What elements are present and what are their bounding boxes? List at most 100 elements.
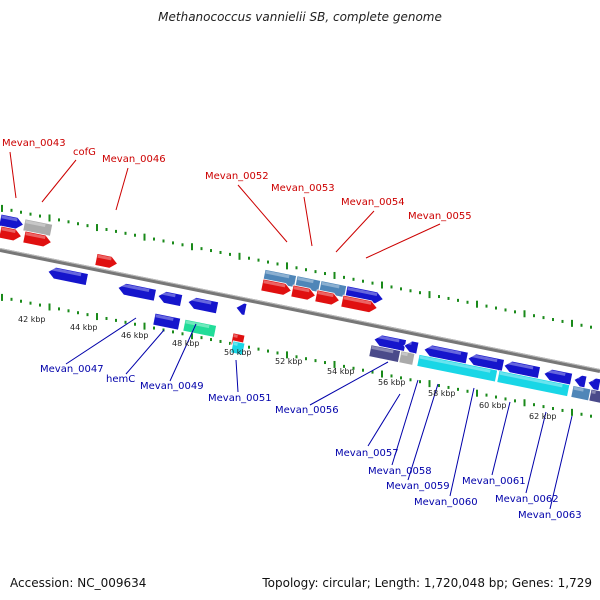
scale-label: 56 kbp bbox=[378, 378, 406, 387]
scale-label: 60 kbp bbox=[479, 401, 507, 410]
gene-feature bbox=[117, 282, 157, 302]
gene-feature bbox=[416, 353, 499, 383]
label-mevan-0046-leader bbox=[115, 167, 129, 211]
label-mevan-0052-leader bbox=[237, 184, 288, 243]
gene-feature bbox=[235, 302, 248, 316]
gene-shine bbox=[575, 375, 580, 379]
gene-shine bbox=[25, 232, 46, 240]
gene-shine bbox=[297, 276, 314, 284]
gene-shine bbox=[589, 377, 594, 382]
gene-shine bbox=[317, 291, 334, 298]
label-mevan-0049-leader bbox=[169, 323, 197, 382]
gene-shine bbox=[401, 351, 408, 357]
gene-shine bbox=[233, 334, 238, 338]
gene-shine bbox=[545, 369, 566, 376]
genome-stats-text: Topology: circular; Length: 1,720,048 bp… bbox=[262, 576, 592, 590]
gene-shine bbox=[505, 360, 534, 370]
label-hemC: hemC bbox=[106, 374, 135, 385]
gene-feature bbox=[0, 213, 25, 230]
gene-shine bbox=[405, 340, 412, 345]
gene-feature bbox=[94, 253, 119, 269]
label-mevan-0062-leader bbox=[525, 411, 547, 494]
gene-shine bbox=[263, 280, 286, 288]
gene-shine bbox=[321, 281, 340, 289]
scale-ticks bbox=[1, 204, 592, 418]
label-mevan-0062: Mevan_0062 bbox=[495, 494, 559, 505]
genome-backbone-highlight bbox=[0, 248, 600, 370]
gene-shine bbox=[155, 314, 174, 321]
gene-feature bbox=[570, 385, 592, 402]
gene-arrow bbox=[152, 312, 182, 331]
gene-shine bbox=[49, 266, 82, 277]
label-mevan-0061: Mevan_0061 bbox=[462, 476, 526, 487]
gene-feature bbox=[47, 266, 89, 286]
label-mevan-0043-leader bbox=[9, 151, 17, 199]
gene-shine bbox=[237, 302, 240, 307]
label-mevan-0060: Mevan_0060 bbox=[414, 497, 478, 508]
label-mevan-0055-leader bbox=[365, 223, 441, 259]
gene-shine bbox=[591, 390, 596, 395]
label-cofG-leader bbox=[41, 159, 77, 203]
gene-arrow bbox=[398, 350, 416, 366]
scale-label: 54 kbp bbox=[327, 367, 355, 376]
gene-shine bbox=[469, 353, 498, 363]
scale-label: 62 kbp bbox=[529, 412, 557, 421]
label-mevan-0053: Mevan_0053 bbox=[271, 183, 335, 194]
gene-feature bbox=[0, 225, 23, 242]
gene-feature bbox=[22, 230, 53, 248]
label-mevan-0058: Mevan_0058 bbox=[368, 466, 432, 477]
label-mevan-0046: Mevan_0046 bbox=[102, 154, 166, 165]
gene-shine bbox=[371, 345, 394, 354]
label-mevan-0063: Mevan_0063 bbox=[518, 510, 582, 521]
label-mevan-0059-leader bbox=[407, 383, 439, 481]
label-mevan-0049: Mevan_0049 bbox=[140, 381, 204, 392]
gene-shine bbox=[189, 297, 212, 305]
label-mevan-0060-leader bbox=[449, 387, 475, 497]
gene-arrow bbox=[290, 284, 317, 301]
gene-shine bbox=[25, 220, 46, 228]
gene-shine bbox=[97, 254, 112, 261]
label-mevan-0054-leader bbox=[335, 210, 375, 253]
gene-shine bbox=[233, 342, 238, 346]
genome-backbone bbox=[0, 248, 600, 373]
gene-arrow bbox=[117, 282, 157, 302]
label-mevan-0043: Mevan_0043 bbox=[2, 138, 66, 149]
label-cofG: cofG bbox=[73, 147, 96, 158]
label-mevan-0054: Mevan_0054 bbox=[341, 197, 405, 208]
gene-feature bbox=[496, 370, 571, 398]
scale-label: 46 kbp bbox=[121, 331, 149, 340]
gene-arrow bbox=[47, 266, 89, 286]
gene-feature bbox=[290, 284, 317, 301]
gene-arrow bbox=[340, 294, 378, 314]
gene-feature bbox=[152, 312, 182, 331]
scale-label: 48 kbp bbox=[172, 339, 200, 348]
gene-arrow bbox=[187, 296, 220, 315]
gene-feature bbox=[314, 289, 341, 306]
gene-shine bbox=[499, 371, 563, 388]
label-mevan-0059: Mevan_0059 bbox=[386, 481, 450, 492]
scale-label: 44 kbp bbox=[70, 323, 98, 332]
gene-feature bbox=[588, 388, 600, 404]
gene-shine bbox=[265, 270, 290, 279]
gene-arrow bbox=[94, 253, 119, 269]
gene-feature bbox=[340, 294, 378, 314]
gene-shine bbox=[375, 334, 400, 343]
label-mevan-0056: Mevan_0056 bbox=[275, 405, 339, 416]
accession-text: Accession: NC_009634 bbox=[10, 576, 147, 590]
label-mevan-0057: Mevan_0057 bbox=[335, 448, 399, 459]
scale-label: 58 kbp bbox=[428, 389, 456, 398]
scale-label: 50 kbp bbox=[224, 348, 252, 357]
gene-arrow bbox=[0, 225, 23, 242]
label-mevan-0053-leader bbox=[303, 196, 313, 247]
gene-shine bbox=[343, 296, 372, 305]
gene-feature bbox=[368, 344, 402, 363]
gene-labels: Mevan_0043cofGMevan_0046Mevan_0052Mevan_… bbox=[2, 138, 582, 521]
gene-arrow bbox=[230, 340, 246, 356]
gene-shine bbox=[1, 227, 16, 234]
gene-feature bbox=[187, 296, 220, 315]
map-title: Methanococcus vannielii SB, complete gen… bbox=[158, 10, 442, 24]
gene-feature bbox=[157, 290, 184, 307]
label-mevan-0047: Mevan_0047 bbox=[40, 364, 104, 375]
label-mevan-0063-leader bbox=[549, 415, 573, 510]
